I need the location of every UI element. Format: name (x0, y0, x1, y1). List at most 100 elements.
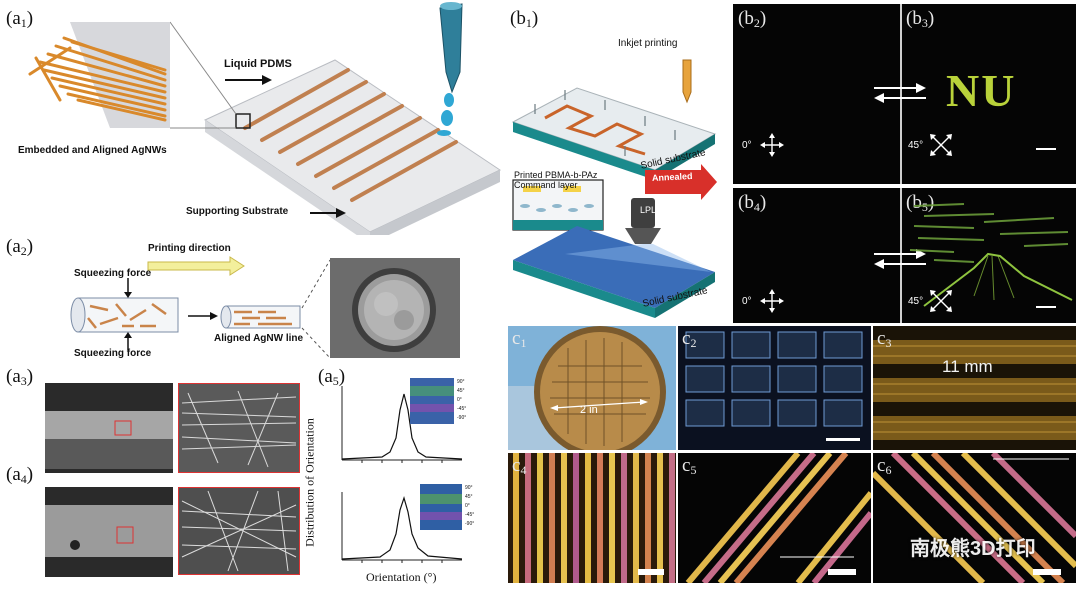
striped-fibers-c4 (508, 453, 676, 583)
c5-fibers (685, 453, 871, 583)
label-squeezing-top: Squeezing force (74, 268, 152, 279)
slab-side (370, 170, 500, 235)
device-array-c2 (678, 326, 871, 450)
a5-bottom-curve (341, 495, 463, 560)
slab-front (205, 120, 370, 235)
label-printed-layer-1: Printed PBMA-b-PAz (514, 170, 598, 180)
a5-ylabel: Distribution of Orientation (302, 418, 317, 547)
random-wires (87, 302, 167, 329)
panel-label-c4: c4 (512, 455, 527, 477)
droplet-2 (441, 110, 453, 126)
a5-top-inset (410, 378, 454, 424)
a5-top-curve (341, 393, 463, 460)
printing-direction-arrow (147, 256, 245, 276)
b1-light-cone (565, 244, 711, 272)
diagonal-arrows-icon (930, 134, 952, 156)
b1-bottom-slab-front (513, 260, 655, 318)
sem-a3-low-mag (45, 383, 173, 473)
angle-45-top: 45° (908, 140, 924, 151)
wafer-size-label: 2 in (580, 404, 598, 416)
cross-arrows-icon-2 (760, 289, 784, 313)
diagonal-fibers-c6 (873, 453, 1076, 583)
label-annealed: Annealed (651, 170, 693, 184)
scale-bar-b3 (1036, 148, 1056, 150)
label-liquid-pdms: Liquid PDMS (224, 58, 292, 70)
nu-glow-text: NU (946, 65, 1017, 116)
panel-label-a4: (a4) (6, 464, 34, 486)
panel-label-a1: (a1) (6, 8, 34, 30)
mountain-outline (923, 252, 1073, 307)
a5-xlabel: Orientation (°) (366, 570, 437, 584)
aligned-lines-c3 (873, 326, 1076, 450)
c3-length-label: 11 mm (942, 357, 993, 376)
b1-top-slab-front (513, 122, 655, 180)
a5-bottom-chart (341, 492, 463, 563)
printed-lines (243, 68, 458, 202)
b1-lpl-lamp (631, 198, 655, 228)
panel-label-a5: (a5) (318, 366, 346, 388)
sem-cross-section (330, 258, 460, 358)
nanowire-texture-a4 (181, 490, 297, 572)
nanowire-texture-a3 (181, 390, 297, 468)
watermark-text: 南极熊3D打印 (910, 538, 1036, 560)
a5-bottom-inset (420, 484, 462, 530)
a5-bottom-scale: 90°45°0°-45°-90° (465, 485, 475, 527)
b1-inkjet-pen (682, 59, 692, 104)
panel-label-b1: (b1) (510, 8, 539, 30)
panel-label-b4: (b4) (738, 192, 767, 214)
panel-label-b2: (b2) (738, 8, 767, 30)
agnw-bundle (28, 36, 167, 122)
label-embedded-agnws: Embedded and Aligned AgNWs (18, 145, 167, 156)
panel-label-b3: (b3) (906, 8, 935, 30)
panel-b4-b5 (733, 188, 1076, 323)
label-supporting-substrate: Supporting Substrate (186, 206, 289, 217)
mountain-glow-image (909, 203, 1073, 307)
a5-top-chart (341, 386, 463, 463)
b1-annealed-arrow (645, 164, 717, 200)
cross-arrows-icon (760, 133, 784, 157)
panel-label-c5: c5 (682, 455, 697, 477)
panel-label-a3: (a3) (6, 366, 34, 388)
angle-0-bottom: 0° (742, 296, 752, 307)
panel-label-c2: c2 (682, 328, 697, 350)
panel-label-c6: c6 (877, 455, 892, 477)
b1-pillars (534, 90, 676, 156)
schematic-b1 (511, 59, 717, 318)
droplet-3 (437, 130, 451, 136)
b1-bottom-slab (513, 226, 715, 308)
panel-label-a2: (a2) (6, 236, 34, 258)
sem-a3-high-mag (178, 383, 300, 473)
label-printed-layer-2: Command layer (514, 180, 578, 190)
aligned-wires (234, 310, 292, 326)
sem-a4-high-mag (178, 487, 300, 575)
glow-streaks (909, 203, 1069, 263)
sem-a4-low-mag (45, 487, 173, 577)
wafer-photo-c1 (508, 326, 676, 450)
scale-bar-b5 (1036, 306, 1056, 308)
switch-arrows-bottom (874, 249, 926, 269)
b1-printed-path (544, 104, 646, 156)
panel-label-c1: c1 (512, 328, 527, 350)
schematic-a2 (70, 256, 331, 359)
diagonal-arrows-icon-2 (930, 290, 952, 312)
label-printing-direction: Printing direction (148, 243, 231, 254)
droplet-1 (444, 93, 454, 107)
wafer-grid (550, 338, 650, 446)
c2-grid-cells (685, 331, 863, 427)
nozzle (439, 3, 463, 94)
schematic-a1 (28, 2, 502, 235)
c6-fibers (873, 453, 1076, 583)
diagonal-fibers-c5 (678, 453, 871, 583)
c4-fibers (513, 453, 675, 583)
a5-top-scale: 90°45°0°-45°-90° (457, 379, 467, 421)
zoom-box (235, 113, 251, 129)
a5-ylabel-wrap: Distribution of Orientation (300, 418, 317, 547)
panel-b2-b3 (733, 4, 1076, 184)
panel-label-b5: (b5) (906, 192, 935, 214)
angle-45-bottom: 45° (908, 296, 924, 307)
angle-0-top: 0° (742, 140, 752, 151)
label-inkjet: Inkjet printing (618, 38, 678, 49)
divider-b4-b5 (900, 188, 902, 323)
label-lpl: LPL (640, 205, 657, 215)
label-squeezing-bottom: Squeezing force (74, 348, 152, 359)
